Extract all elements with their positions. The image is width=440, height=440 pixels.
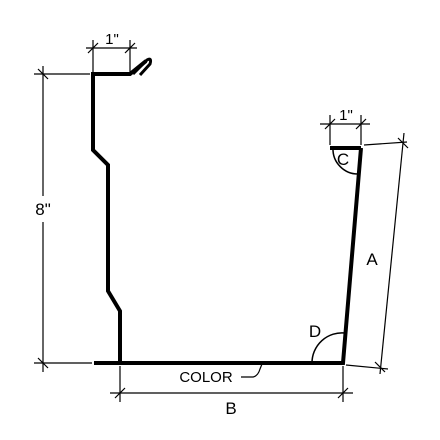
angle-c-label: C — [337, 150, 349, 169]
height-label-gap — [30, 196, 60, 222]
angle-d-arc — [311, 332, 346, 364]
color-leader-line — [241, 363, 263, 378]
angle-d-label: D — [309, 322, 321, 341]
color-callout-label: COLOR — [179, 369, 233, 386]
top-left-width-label: 1" — [105, 31, 119, 48]
gutter-bottom-and-face — [120, 147, 363, 365]
angle-c-arc — [332, 147, 360, 175]
gutter-profile — [91, 59, 148, 365]
bottom-dimension — [110, 366, 353, 402]
height-label: 8" — [35, 200, 51, 219]
bottom-label-b: B — [225, 399, 236, 418]
side-a-dimension — [345, 132, 409, 375]
top-right-width-label: 1" — [339, 107, 353, 124]
side-a-label-gap — [362, 248, 382, 270]
hem-curl — [131, 57, 153, 77]
side-a-label: A — [366, 250, 378, 269]
top-right-dimension — [320, 115, 370, 145]
top-left-dimension — [86, 40, 137, 72]
